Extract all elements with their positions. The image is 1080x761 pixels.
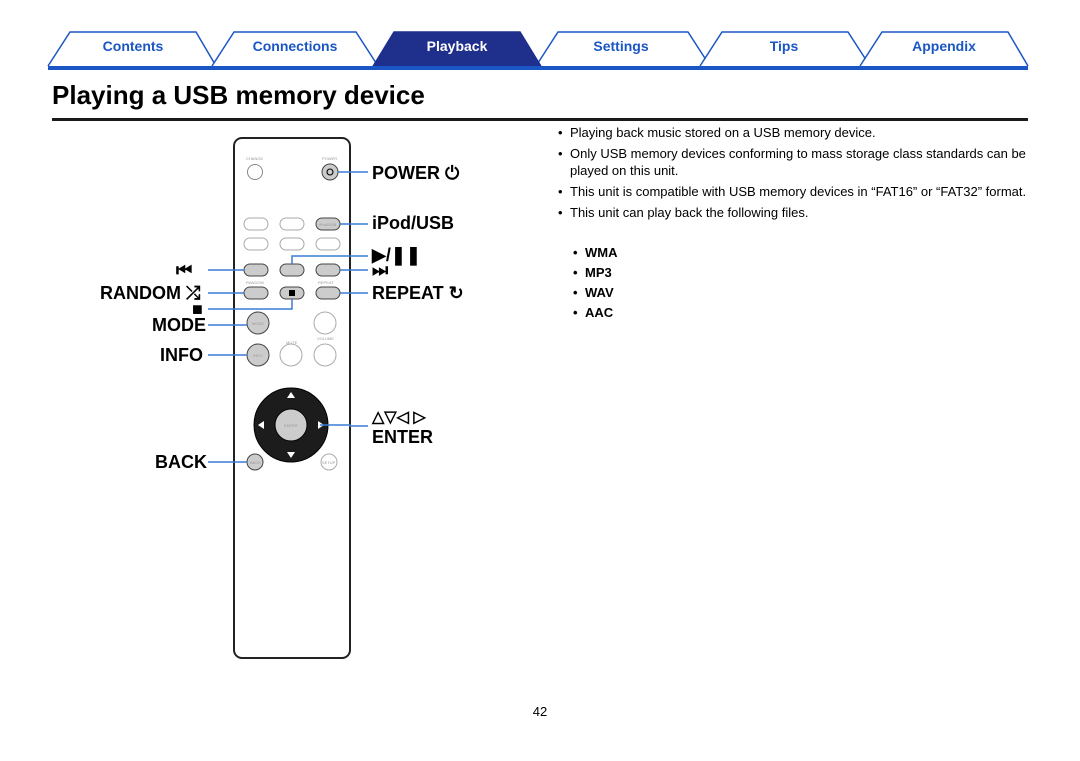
cursor-down-icon: [287, 452, 295, 458]
callout-enter: ENTER: [372, 427, 434, 447]
list-item: This unit is compatible with USB memory …: [558, 183, 1038, 200]
callout-repeat: REPEAT ↻: [372, 283, 464, 303]
mode-button: [246, 311, 270, 335]
callout-mode: MODE: [152, 315, 206, 335]
callout-next: ⏭: [372, 260, 389, 280]
format-item: WAV: [573, 283, 618, 303]
callout-prev: ⏮: [176, 260, 193, 280]
description-list: Playing back music stored on a USB memor…: [558, 124, 1038, 225]
callout-info: INFO: [160, 345, 203, 365]
ipod-usb-button-label: iPod/USB: [319, 222, 337, 227]
repeat-button: [315, 286, 341, 300]
info-button-label: INFO: [253, 353, 263, 358]
callout-play-pause: ▶/❚❚: [372, 245, 422, 265]
enter-button: [274, 408, 308, 442]
tab-appendix[interactable]: Appendix: [912, 38, 976, 54]
power-button: [321, 163, 339, 181]
mute-label: MUTE: [286, 340, 298, 345]
page-title: Playing a USB memory device: [52, 80, 425, 110]
prev-button: [243, 263, 269, 277]
callout-cursor: △▽◁ ▷: [372, 409, 426, 426]
power-icon: [326, 168, 334, 176]
callout-lines: [208, 171, 368, 463]
remote-control-illustration: CHANGE POWER iPod/USB RANDOM REPEAT MODE…: [208, 137, 368, 659]
source-button-5: [315, 237, 341, 251]
back-button-label: BACK: [250, 460, 261, 465]
tab-connections[interactable]: Connections: [252, 38, 338, 54]
tab-bar: Contents Connections Playback Settings T…: [0, 0, 1080, 72]
tab-bar-shapes: [47, 31, 1029, 70]
format-item: MP3: [573, 263, 618, 283]
setup-button-label: SETUP: [322, 460, 336, 465]
repeat-label: REPEAT: [318, 280, 334, 285]
title-divider: [52, 118, 1028, 121]
setup-button: [320, 453, 338, 471]
file-format-list: WMA MP3 WAV AAC: [573, 243, 618, 323]
format-item: WMA: [573, 243, 618, 263]
random-button: [243, 286, 269, 300]
play-pause-button: [279, 263, 305, 277]
source-button-2: [279, 217, 305, 231]
mute-button: [279, 343, 303, 367]
volume-down-button: [313, 343, 337, 367]
mode-button-label: MODE: [252, 321, 264, 326]
callout-random: RANDOM ⤮: [100, 283, 201, 303]
random-label: RANDOM: [246, 280, 264, 285]
enter-button-label: ENTER: [284, 423, 298, 428]
volume-label: VOLUME: [317, 336, 334, 341]
callout-power: POWER ⏻: [372, 163, 460, 183]
stop-icon: [289, 290, 295, 296]
tab-tips[interactable]: Tips: [769, 38, 799, 54]
next-button: [315, 263, 341, 277]
change-button: [247, 164, 263, 180]
volume-up-button: [313, 311, 337, 335]
source-button-1: [243, 217, 269, 231]
tab-settings[interactable]: Settings: [593, 38, 649, 54]
callout-ipod-usb: iPod/USB: [372, 213, 455, 233]
callout-stop: ■: [192, 299, 203, 319]
source-button-4: [279, 237, 305, 251]
cursor-left-icon: [258, 421, 264, 429]
change-label: CHANGE: [246, 156, 263, 161]
cursor-up-icon: [287, 392, 295, 398]
list-item: This unit can play back the following fi…: [558, 204, 1038, 221]
tab-contents[interactable]: Contents: [102, 38, 164, 54]
power-label: POWER: [322, 156, 337, 161]
callout-back: BACK: [155, 452, 207, 472]
list-item: Playing back music stored on a USB memor…: [558, 124, 1038, 141]
list-item: Only USB memory devices conforming to ma…: [558, 145, 1038, 179]
source-button-3: [243, 237, 269, 251]
format-item: AAC: [573, 303, 618, 323]
page-number: 42: [532, 704, 548, 719]
tab-playback[interactable]: Playback: [426, 38, 488, 54]
